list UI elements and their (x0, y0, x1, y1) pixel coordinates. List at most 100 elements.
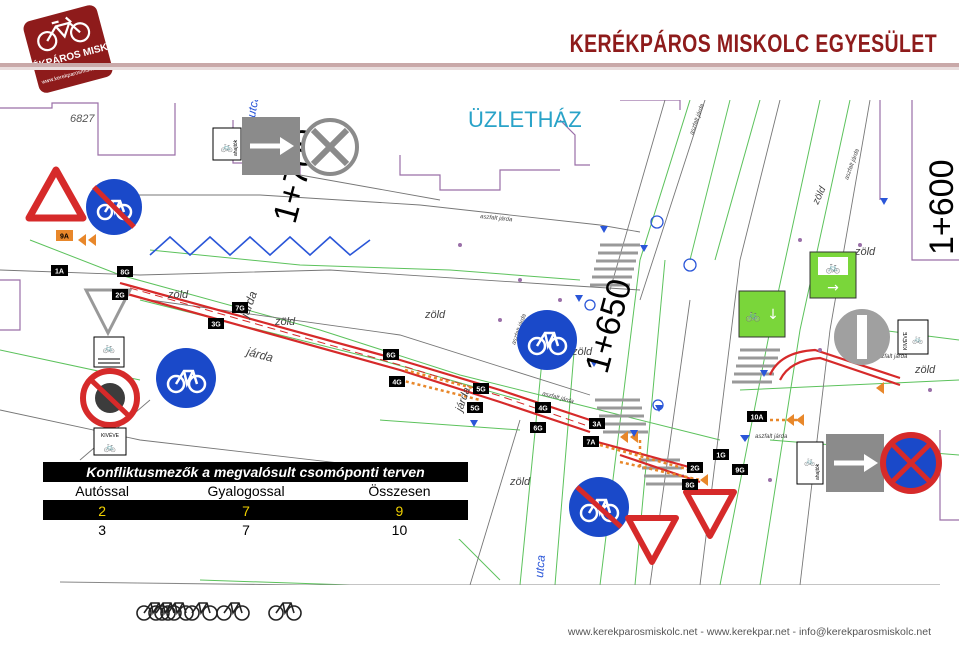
svg-text:2G: 2G (115, 293, 125, 300)
label-utca: utca (244, 100, 262, 119)
label-zold: zöld (274, 316, 296, 328)
conflict-marker-6G: 6G (530, 422, 546, 433)
label-aszfalt-jarda: aszfalt járda (875, 354, 908, 360)
bicycle-icon: 🚲 (221, 142, 233, 153)
bicycle-icon: 🚲 (103, 343, 115, 354)
bicycle-icon (268, 602, 302, 621)
except-bikes-plate: KIVÉVE 🚲 (897, 319, 929, 355)
svg-text:4G: 4G (538, 406, 548, 413)
svg-text:9A: 9A (60, 234, 69, 241)
svg-text:3G: 3G (211, 322, 221, 329)
zigzag-marking (149, 235, 371, 257)
plan-drawing: ÜZLETHÁZ 6827 1+700 1+650 1+600 zöld zöl… (0, 100, 959, 585)
no-entry-except-bikes-sign (80, 368, 140, 428)
bicycle-icon (160, 602, 194, 621)
bicycle-icon: 🚲 (826, 260, 841, 274)
header-rule (0, 63, 959, 67)
arrow-down-icon: ↓ (767, 307, 779, 323)
conflict-marker-4G: 4G (389, 376, 405, 387)
road-edges (0, 100, 871, 585)
label-zold: zöld (509, 476, 531, 488)
one-way-sign (826, 434, 884, 492)
table-header-cell: Összesen (330, 482, 468, 501)
header-rule-light (0, 67, 959, 70)
footer-contact: www.kerekparosmiskolc.net - www.kerekpar… (567, 626, 931, 638)
end-bicycle-path-sign (569, 477, 629, 537)
give-way-sign (683, 489, 737, 539)
plate-text: ahajtók (233, 139, 239, 156)
label-aszfalt-jarda: aszfalt járda (755, 434, 788, 440)
table-cell: 3 (43, 520, 162, 539)
map-frame-line (59, 581, 940, 585)
conflict-marker-5G: 5G (473, 383, 489, 394)
svg-text:4G: 4G (392, 380, 402, 387)
station-1600: 1+600 (923, 160, 959, 256)
bicycle-path-sign (156, 348, 216, 408)
conflict-marker-1G: 1G (713, 449, 729, 460)
label-zold: zöld (571, 346, 593, 358)
table-cell: 10 (330, 520, 468, 539)
table-row: 2 7 9 (43, 500, 468, 520)
logo: KERÉKPÁROS MISKOLC www.kerekparosmiskolc… (18, 5, 118, 93)
conflict-table: Konfliktusmezők a megvalósult csomóponti… (43, 462, 468, 539)
conflict-marker-7G: 7G (232, 302, 248, 313)
conflict-marker-10A: 10A (747, 411, 767, 422)
label-zold: zöld (810, 185, 828, 208)
svg-text:5G: 5G (476, 387, 486, 394)
svg-text:8G: 8G (120, 270, 130, 277)
plate-text: ahajtók (815, 463, 821, 480)
label-aszfalt-jarda: aszfalt járda (480, 214, 513, 223)
give-way-sign (625, 515, 679, 565)
svg-text:6G: 6G (386, 353, 396, 360)
plate-text: KIVÉVE (101, 432, 120, 439)
conflict-arrows (78, 234, 884, 486)
table-caption: Konfliktusmezők a megvalósult csomóponti… (43, 462, 468, 482)
table-cell: 2 (43, 500, 162, 520)
plot-number: 6827 (70, 113, 95, 125)
svg-text:1G: 1G (716, 453, 726, 460)
label-jarda: járda (243, 344, 275, 365)
bicycle-icon (166, 369, 207, 394)
table-header-cell: Autóssal (43, 482, 162, 501)
svg-text:1A: 1A (55, 269, 64, 276)
svg-text:7G: 7G (235, 306, 245, 313)
conflict-markers: 1A 9A 8G 2G 7G 3G 6G 4G 5G 5G 4G 6G 3A 7… (51, 230, 767, 490)
plan-dots (458, 238, 932, 482)
label-zold: zöld (914, 364, 936, 376)
conflict-marker-7A: 7A (583, 436, 599, 447)
bicycle-icon (37, 16, 91, 52)
svg-text:8G: 8G (685, 483, 695, 490)
no-entry-sign (834, 309, 890, 365)
svg-text:5G: 5G (470, 406, 480, 413)
conflict-marker-1A: 1A (51, 265, 68, 276)
conflict-marker-2G: 2G (687, 462, 703, 473)
label-utca: utca (532, 554, 548, 578)
conflict-marker-9G: 9G (732, 464, 748, 475)
warning-triangle-sign (25, 166, 87, 222)
no-vehicles-sign (301, 118, 359, 176)
conflict-marker-3A: 3A (589, 418, 605, 429)
bicycles-decoration (136, 602, 302, 621)
plan-circles (584, 215, 697, 411)
one-way-sign (242, 117, 300, 175)
svg-text:2G: 2G (690, 466, 700, 473)
except-bikes-plate: KIVÉVE 🚲 (93, 427, 127, 456)
table-header-cell: Gyalogossal (161, 482, 331, 501)
conflict-marker-8G: 8G (117, 266, 133, 277)
conflict-marker-8G: 8G (682, 479, 698, 490)
bicycle-icon: 🚲 (104, 442, 116, 453)
bicycle-icon: 🚲 (912, 335, 923, 345)
svg-text:3A: 3A (593, 422, 602, 429)
conflict-marker-4G: 4G (535, 402, 551, 413)
bicycle-icon: 🚲 (804, 457, 815, 467)
bicycle-icon: 🚲 (746, 308, 761, 322)
conflict-paths (399, 368, 800, 482)
station-1650: 1+650 (578, 275, 639, 377)
bicycle-icon (216, 602, 250, 621)
no-bicycle-sign (86, 179, 142, 235)
two-way-bike-plate: 🚲 (93, 336, 125, 368)
arrow-right-icon: → (827, 280, 839, 296)
bicycle-icon (527, 331, 568, 356)
label-zold: zöld (167, 289, 189, 301)
